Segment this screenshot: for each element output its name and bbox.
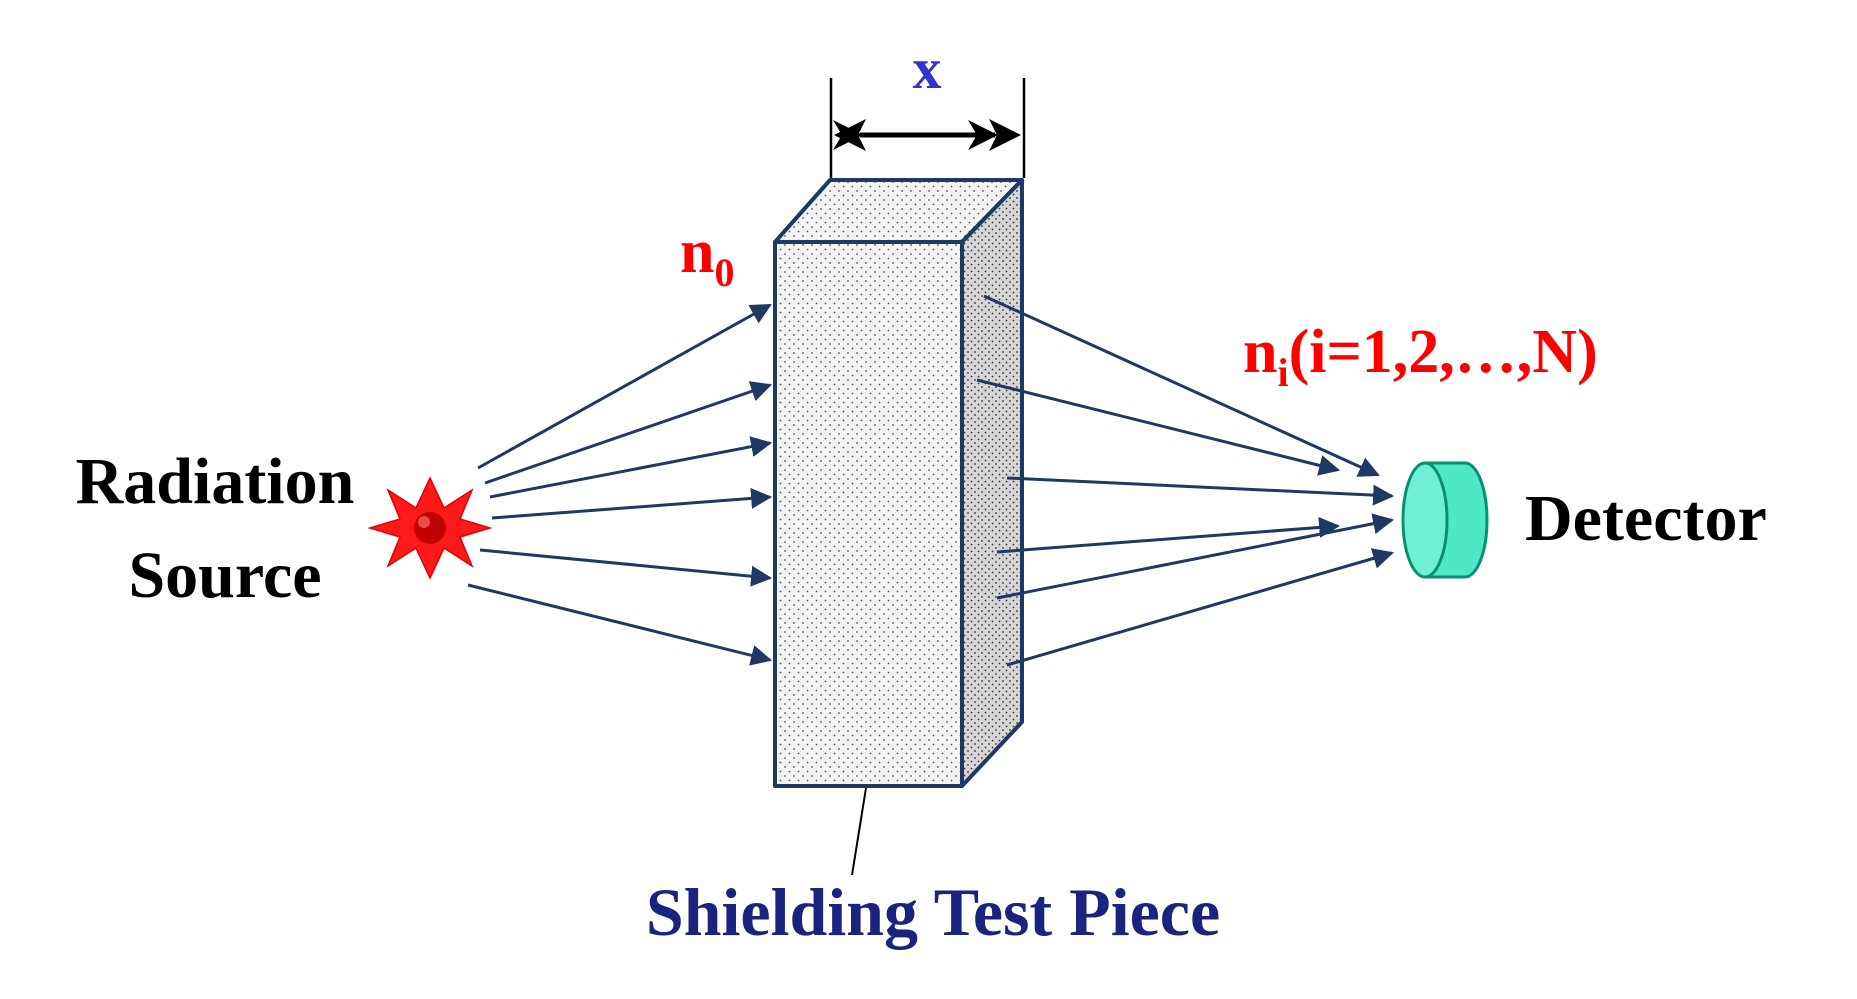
incident-ray: [479, 548, 773, 587]
transmitted-rays: [976, 294, 1395, 667]
thickness-label: x: [913, 36, 942, 101]
transmitted-intensity-range: (i=1,2,…,N): [1289, 318, 1598, 386]
incident-intensity-base: n: [680, 218, 714, 286]
source-label-line1: Radiation: [76, 445, 355, 518]
transmitted-ray: [1006, 476, 1395, 506]
transmitted-ray: [983, 294, 1380, 477]
incident-ray: [484, 381, 772, 485]
incident-ray: [477, 303, 772, 470]
source-core-highlight: [418, 516, 430, 528]
slab-front-face: [773, 240, 964, 788]
incident-intensity-sub: 0: [714, 250, 734, 295]
cylinder-detector-icon: [1401, 461, 1489, 579]
transmitted-intensity-sub: i: [1277, 350, 1288, 395]
dimension-arrowhead-left: [834, 119, 866, 151]
transmitted-ray: [1006, 548, 1395, 667]
transmitted-ray: [996, 513, 1395, 600]
detector-face: [1401, 461, 1449, 579]
incident-rays: [467, 303, 773, 666]
slab-side-face: [960, 178, 1024, 788]
transmitted-intensity-base: n: [1243, 318, 1277, 386]
test-piece-leader-line: [851, 787, 867, 876]
source-label-line2: Source: [128, 539, 321, 612]
transmitted-intensity-label: ni(i=1,2,…,N): [1243, 318, 1598, 395]
detector-label: Detector: [1525, 482, 1767, 555]
incident-ray: [467, 583, 773, 666]
transmitted-ray: [996, 516, 1341, 554]
transmitted-ray: [976, 378, 1341, 476]
source-core: [414, 512, 446, 544]
thickness-dimension: [829, 78, 1026, 178]
dimension-arrowhead-right: [989, 119, 1021, 151]
incident-ray: [489, 436, 773, 499]
starburst-icon: [367, 476, 493, 580]
test-piece-label: Shielding Test Piece: [646, 874, 1220, 950]
incident-intensity-label: n0: [680, 218, 734, 295]
incident-ray: [491, 487, 773, 520]
shielding-slab: [773, 178, 1024, 788]
